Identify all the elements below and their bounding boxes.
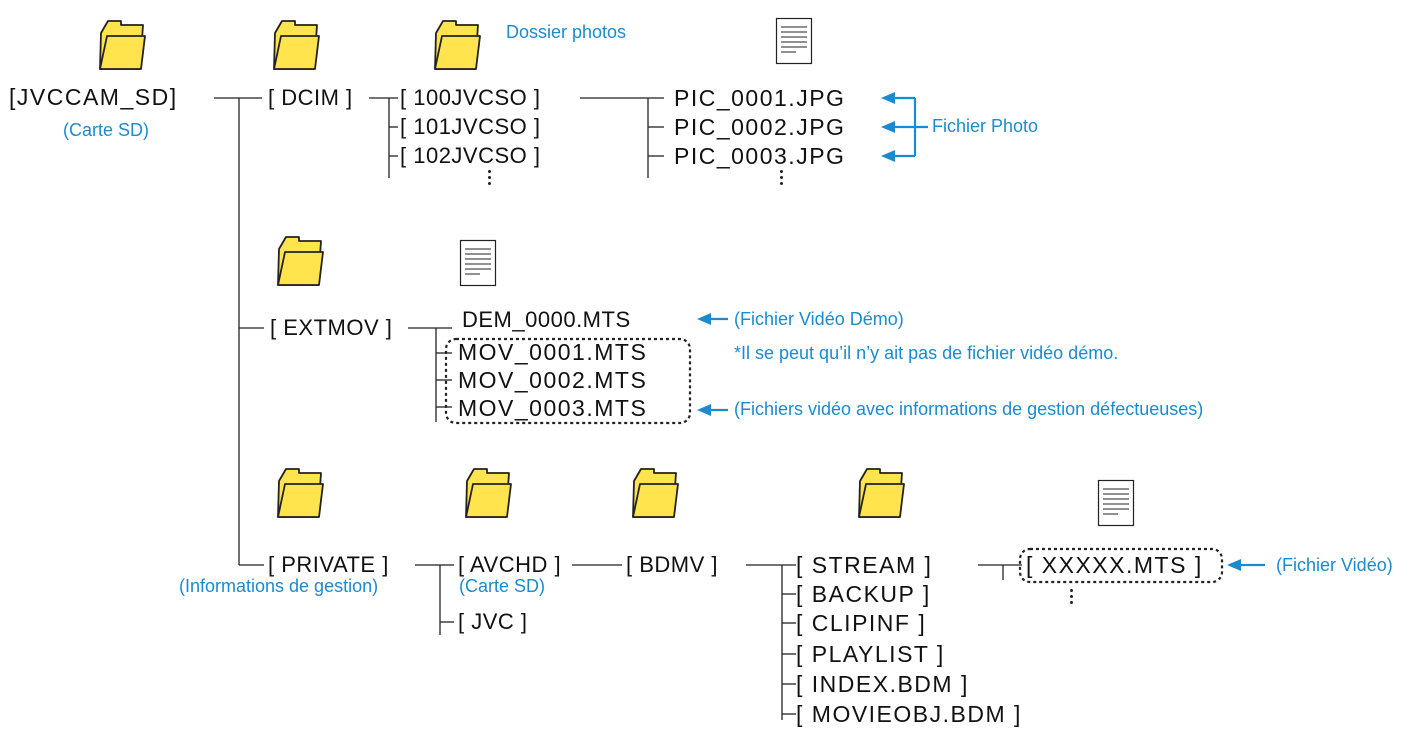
bdmv-item-label: [ MOVIEOBJ.BDM ] [796, 701, 1022, 727]
photo-file-label: PIC_0001.JPG [674, 85, 846, 111]
private-folder-label: [ PRIVATE ] [268, 552, 389, 577]
photo-folder-caption: Dossier photos [506, 22, 627, 42]
subfolder-100-label: [ 100JVCSO ] [400, 85, 541, 110]
extmov-folder-label: [ EXTMOV ] [270, 315, 393, 340]
folder-icon [434, 20, 481, 70]
blue-callouts [697, 92, 1265, 571]
subfolder-102-label: [ 102JVCSO ] [400, 143, 541, 168]
file-icon [459, 239, 497, 287]
tree-connectors [214, 97, 1022, 720]
root-folder-caption: (Carte SD) [63, 120, 150, 140]
private-folder-caption: (Informations de gestion) [179, 576, 379, 596]
ellipsis-vertical-icon [1070, 589, 1074, 607]
subfolder-101-label: [ 101JVCSO ] [400, 114, 541, 139]
jvc-folder-label: [ JVC ] [458, 609, 528, 634]
folder-icon [858, 468, 905, 518]
bdmv-item-label: [ STREAM ] [796, 552, 933, 578]
defective-files-caption: (Fichiers vidéo avec informations de ges… [734, 399, 1204, 419]
photo-file-label: PIC_0002.JPG [674, 114, 846, 140]
folder-icon [99, 20, 146, 70]
video-file-label: MOV_0002.MTS [458, 367, 648, 393]
folder-icon [273, 20, 320, 70]
avchd-folder-label: [ AVCHD ] [458, 552, 562, 577]
defective-files-highlight [444, 337, 692, 425]
bdmv-folder-label: [ BDMV ] [626, 552, 719, 577]
bdmv-item-label: [ INDEX.BDM ] [796, 671, 969, 697]
dcim-folder-label: [ DCIM ] [268, 85, 353, 110]
video-file-label: MOV_0003.MTS [458, 395, 648, 421]
stream-file-caption: (Fichier Vidéo) [1276, 555, 1393, 575]
avchd-folder-caption: (Carte SD) [459, 576, 546, 596]
folder-icon [277, 468, 324, 518]
file-icon [775, 17, 813, 65]
photo-file-label: PIC_0003.JPG [674, 143, 846, 169]
stream-file-label: [ XXXXX.MTS ] [1026, 552, 1203, 578]
video-file-label: MOV_0001.MTS [458, 339, 648, 365]
root-folder-label: [JVCCAM_SD] [9, 84, 178, 110]
folder-icon [277, 236, 324, 286]
bdmv-item-label: [ CLIPINF ] [796, 610, 927, 636]
bdmv-item-label: [ BACKUP ] [796, 581, 931, 607]
file-icon [1097, 479, 1135, 527]
folder-icon [632, 468, 679, 518]
bdmv-item-label: [ PLAYLIST ] [796, 641, 945, 667]
demo-file-caption: (Fichier Vidéo Démo) [734, 309, 904, 329]
folder-icon [465, 468, 512, 518]
stream-file-highlight [1018, 547, 1224, 584]
demo-file-note: *Il se peut qu’il n’y ait pas de fichier… [734, 343, 1119, 363]
demo-file-label: DEM_0000.MTS [462, 307, 631, 332]
photo-file-caption: Fichier Photo [932, 116, 1039, 136]
ellipsis-vertical-icon [780, 170, 784, 188]
ellipsis-vertical-icon [488, 170, 492, 188]
